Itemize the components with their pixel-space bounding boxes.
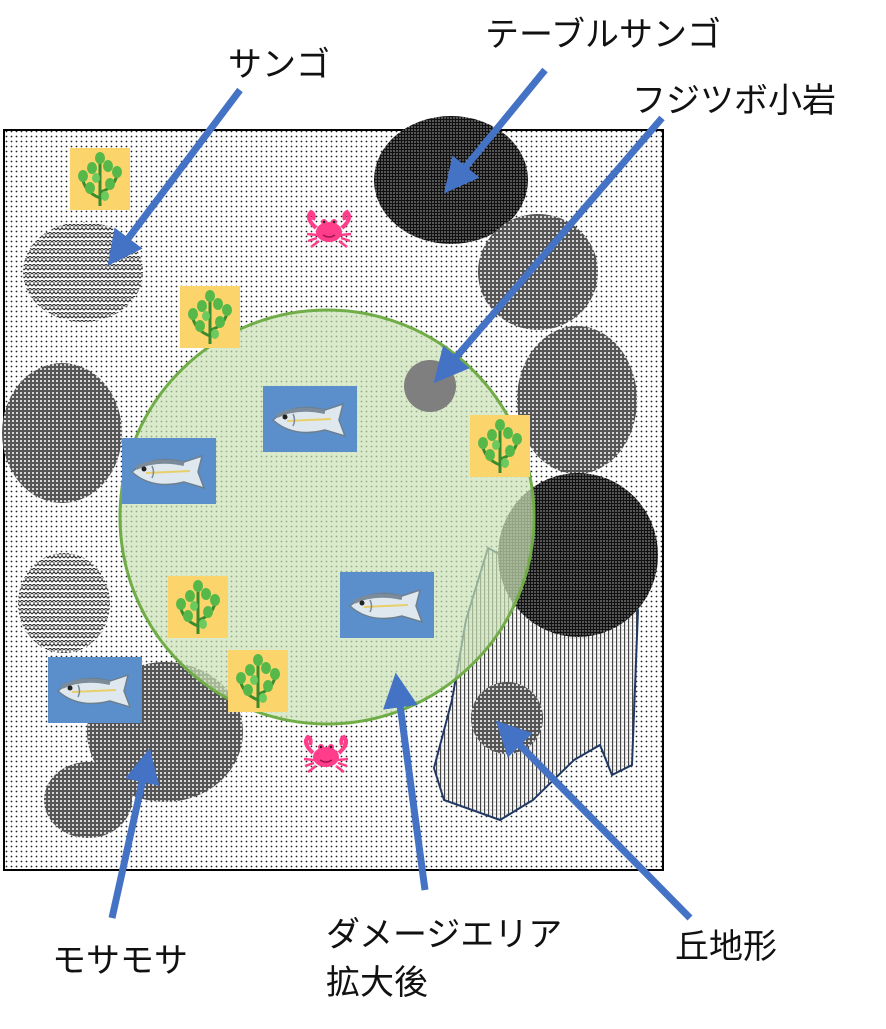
fish-icon (120, 436, 218, 506)
mosa-shape (44, 762, 132, 838)
table-coral-arrow (443, 67, 548, 194)
table-coral-label: テーブルサンゴ (485, 15, 721, 55)
hill-arrow (495, 720, 693, 921)
seaweed-icon (166, 574, 230, 640)
coral-shape (18, 553, 110, 653)
seaweed-icon (468, 413, 532, 479)
coral-arrow (107, 87, 243, 266)
barnacle-rock-label: フジツボ小岩 (632, 81, 836, 121)
hill-label: 丘地形 (675, 927, 777, 967)
fish-icon (261, 384, 359, 454)
mosa-shape (2, 363, 122, 503)
seaweed-icon (68, 146, 132, 212)
damage-area-arrow (382, 672, 429, 891)
seaweed-icon (178, 284, 242, 350)
damage-area-circle (118, 308, 536, 726)
barnacle-rock-arrow (433, 115, 665, 384)
seaweed-icon (226, 648, 290, 714)
mosa-shape (471, 682, 543, 754)
damage-area-label-line2: 拡大後 (326, 963, 428, 1003)
damage-area-label-line1: ダメージエリア (326, 915, 562, 955)
mosa-arrow (108, 747, 160, 919)
table-coral-shape (498, 473, 658, 637)
fish-icon (338, 570, 436, 640)
mosa-label: モサモサ (52, 941, 188, 981)
coral-label: サンゴ (228, 45, 330, 85)
mosa-shape (517, 326, 637, 474)
fish-icon (46, 655, 144, 725)
